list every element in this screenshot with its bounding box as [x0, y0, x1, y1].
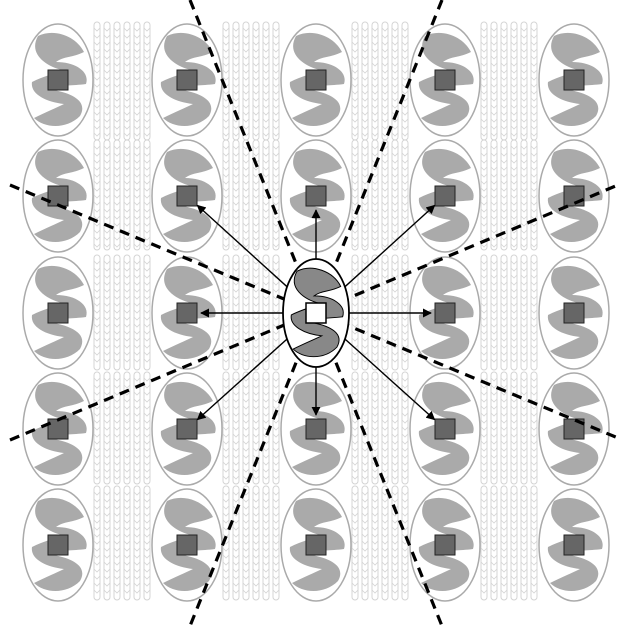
- square-marker-icon: [177, 303, 197, 323]
- mitochondrion-icon: [539, 257, 609, 369]
- square-marker-icon: [306, 535, 326, 555]
- square-marker-icon: [48, 303, 68, 323]
- myofibril-bundle-icon: [94, 140, 150, 250]
- square-marker-icon: [177, 70, 197, 90]
- mitochondrion-icon: [281, 489, 351, 601]
- square-marker-icon: [435, 186, 455, 206]
- myofibril-bundle-icon: [94, 372, 150, 484]
- mitochondrion-icon: [410, 24, 480, 136]
- myofibril-bundle-icon: [352, 486, 408, 600]
- square-marker-icon: [177, 535, 197, 555]
- mitochondrion-icon: [23, 24, 93, 136]
- square-marker-icon: [306, 70, 326, 90]
- mitochondrion-icon: [539, 140, 609, 252]
- square-marker-icon: [177, 186, 197, 206]
- mitochondrion-icon: [281, 24, 351, 136]
- square-marker-icon: [48, 535, 68, 555]
- myofibril-bundle-icon: [481, 22, 537, 140]
- mitochondrion-icon: [152, 140, 222, 252]
- mitochondrion-icon: [23, 257, 93, 369]
- square-marker-icon: [48, 70, 68, 90]
- square-marker-icon: [564, 186, 584, 206]
- square-marker-icon: [435, 535, 455, 555]
- square-marker-icon: [435, 303, 455, 323]
- mitochondrion-icon: [539, 24, 609, 136]
- mitochondrion-icon: [152, 373, 222, 485]
- myofibril-bundle-icon: [223, 22, 279, 140]
- myofibril-bundle-icon: [352, 140, 408, 250]
- mitochondrion-icon: [152, 24, 222, 136]
- square-marker-icon: [48, 186, 68, 206]
- square-marker-icon: [306, 419, 326, 439]
- mitochondrion-icon: [410, 489, 480, 601]
- myofibril-bundle-icon: [94, 486, 150, 600]
- mitochondrion-icon: [152, 489, 222, 601]
- mitochondrion-icon: [23, 489, 93, 601]
- square-marker-icon: [435, 70, 455, 90]
- myofibril-bundle-icon: [94, 22, 150, 140]
- myofibril-bundle-icon: [223, 140, 279, 250]
- square-marker-icon: [564, 70, 584, 90]
- central-mitochondrion-icon: [283, 259, 349, 367]
- myofibril-bundle-icon: [352, 22, 408, 140]
- square-marker-icon: [306, 186, 326, 206]
- myofibril-bundle-icon: [481, 140, 537, 250]
- square-marker-icon: [48, 419, 68, 439]
- myofibril-bundle-icon: [223, 486, 279, 600]
- central-mitochondrion-group: [283, 259, 349, 367]
- mitochondrion-icon: [410, 140, 480, 252]
- mitochondrion-icon: [539, 489, 609, 601]
- mitochondrion-icon: [410, 373, 480, 485]
- myofibril-bundle-icon: [481, 486, 537, 600]
- square-marker-icon: [564, 535, 584, 555]
- square-marker-icon: [435, 419, 455, 439]
- myofibril-bundle-icon: [94, 255, 150, 370]
- myofibril-bundle-icon: [481, 372, 537, 484]
- central-marker-icon: [306, 303, 326, 323]
- square-marker-icon: [177, 419, 197, 439]
- square-marker-icon: [564, 303, 584, 323]
- myofibril-bundle-icon: [481, 255, 537, 370]
